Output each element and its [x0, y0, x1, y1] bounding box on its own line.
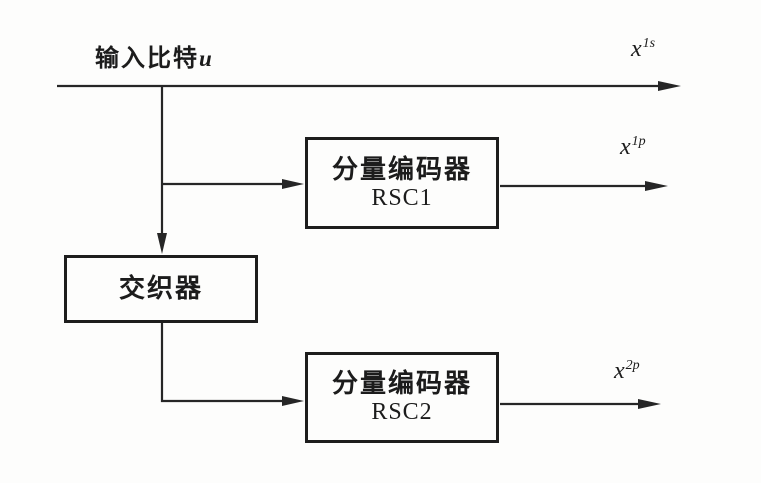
input-bits-label: 输入比特u	[95, 38, 212, 73]
rsc2-block: 分量编码器 RSC2	[305, 352, 499, 443]
x1s-superscript: 1s	[642, 36, 656, 51]
arrowhead-x1p	[645, 181, 668, 191]
rsc2-title: 分量编码器	[331, 369, 472, 399]
arrowhead-into-rsc1	[282, 179, 304, 189]
x1s-base: x	[631, 36, 642, 62]
interleaver-title: 交织器	[118, 274, 203, 304]
interleaver-block: 交织器	[64, 255, 258, 323]
rsc1-title: 分量编码器	[331, 154, 472, 184]
interleaver-to-rsc2-line	[160, 323, 288, 403]
x2p-base: x	[614, 358, 625, 384]
x2p-superscript: 2p	[625, 358, 640, 373]
rsc2-name: RSC2	[371, 399, 433, 426]
output-label-x1s: x1s	[631, 36, 655, 63]
arrowhead-into-rsc2	[282, 396, 304, 406]
arrowhead-systematic	[658, 81, 681, 91]
x1p-base: x	[620, 134, 631, 160]
input-bits-variable: u	[199, 46, 212, 71]
rsc1-name: RSC1	[371, 184, 433, 211]
output-label-x2p: x2p	[614, 358, 640, 385]
arrowhead-into-interleaver	[157, 233, 167, 254]
rsc1-block: 分量编码器 RSC1	[305, 137, 499, 229]
input-bits-text: 输入比特	[95, 46, 199, 72]
arrowhead-x2p	[638, 399, 661, 409]
x1p-superscript: 1p	[631, 134, 646, 149]
output-label-x1p: x1p	[620, 134, 646, 161]
